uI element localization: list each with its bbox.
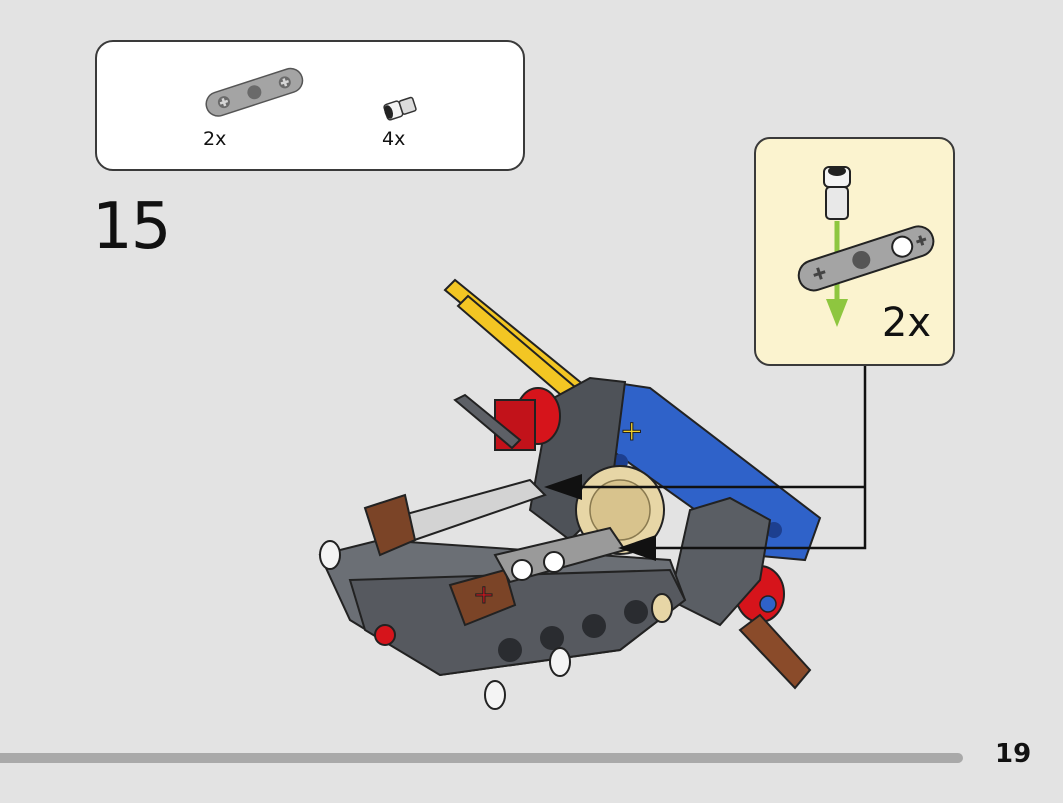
chassis-lower-beam — [348, 568, 687, 677]
connector-peg-icon — [383, 96, 417, 121]
progress-bar — [0, 753, 963, 763]
brown-plate-small — [448, 568, 517, 627]
arrow-head-icon — [618, 535, 656, 561]
connector-pins — [319, 540, 673, 710]
brown-plate — [363, 493, 417, 557]
connector-peg-icon — [823, 166, 851, 220]
arrow-head-icon — [544, 474, 582, 500]
parts-list-box: 2x 4x — [95, 40, 525, 171]
chassis-holes — [498, 600, 648, 662]
part-quantity: 2x — [203, 128, 227, 150]
dark-axle — [453, 393, 522, 450]
page-number: 19 — [995, 739, 1032, 769]
model-assembly-illustration: + + — [318, 278, 822, 710]
sub-assembly-callout: 2x — [754, 137, 955, 366]
callout-illustration — [797, 166, 935, 327]
installed-liftarm — [493, 526, 627, 584]
part-quantity: 4x — [382, 128, 406, 150]
step-number: 15 — [92, 190, 171, 264]
liftarm-3-hole-icon — [797, 225, 935, 292]
red-cross-axle: + — [473, 580, 495, 610]
yellow-cross-axle: + — [620, 414, 643, 447]
brown-axle — [738, 613, 812, 690]
liftarm-3-hole-icon — [205, 67, 304, 117]
red-bush — [374, 624, 396, 646]
callout-quantity: 2x — [881, 300, 931, 346]
